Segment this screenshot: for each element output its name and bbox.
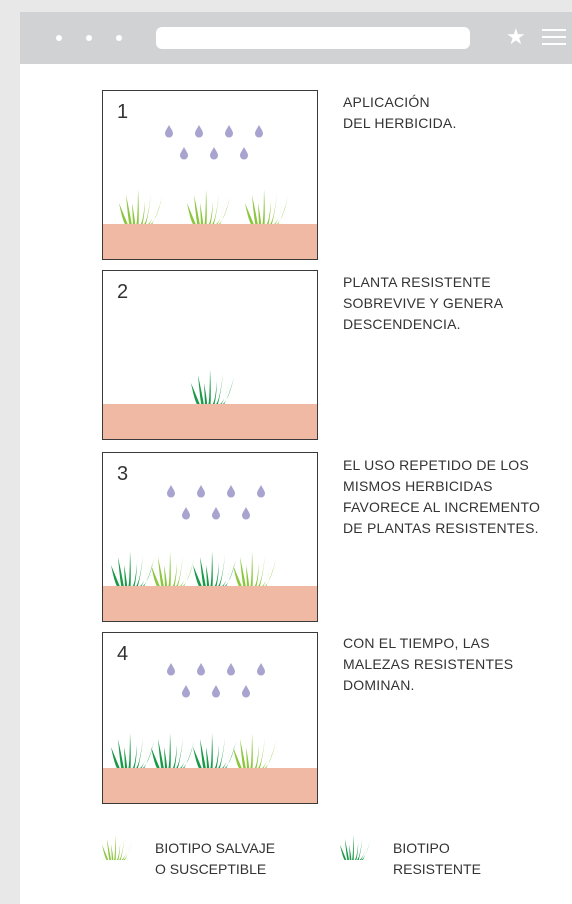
drop-icon: [195, 125, 203, 138]
caption-line: DE PLANTAS RESISTENTES.: [343, 520, 539, 536]
soil: [103, 224, 317, 259]
drop-icon: [197, 663, 205, 676]
drop-icon: [240, 147, 248, 160]
caption-line: PLANTA RESISTENTE: [343, 274, 491, 290]
legend-line: O SUSCEPTIBLE: [155, 861, 267, 877]
legend-susceptible-label: BIOTIPO SALVAJE O SUSCEPTIBLE: [155, 838, 275, 880]
susceptible-grass-icon: [102, 836, 133, 860]
step-caption-4: CON EL TIEMPO, LAS MALEZAS RESISTENTES D…: [343, 633, 513, 696]
step-number: 4: [117, 643, 129, 665]
caption-line: APLICACIÓN: [343, 94, 430, 110]
step-number: 1: [117, 101, 129, 123]
drop-icon: [167, 485, 175, 498]
legend-line: BIOTIPO SALVAJE: [155, 840, 276, 856]
step-number: 2: [117, 281, 129, 303]
window-dot[interactable]: [116, 35, 122, 41]
grass-row: [191, 369, 234, 405]
herbicide-drops: [165, 125, 263, 160]
grass-row: [111, 733, 236, 769]
drop-icon: [257, 663, 265, 676]
grass-row: [102, 836, 133, 860]
grass-row: [151, 551, 276, 587]
legend-resistant-icon: [340, 836, 371, 860]
panel-1-art: [119, 125, 288, 225]
caption-line: MALEZAS RESISTENTES: [343, 656, 514, 672]
drop-icon: [212, 507, 220, 520]
susceptible-grass-icon: [151, 551, 194, 587]
caption-line: DEL HERBICIDA.: [343, 115, 457, 131]
resistant-grass-icon: [340, 836, 371, 860]
drop-icon: [182, 685, 190, 698]
resistant-grass-icon: [111, 551, 154, 587]
step-panel-4: 4: [102, 632, 318, 804]
caption-line: EL USO REPETIDO DE LOS: [343, 457, 529, 473]
resistant-grass-icon: [111, 733, 154, 769]
drop-icon: [227, 663, 235, 676]
legend-susceptible-icon: [102, 836, 133, 860]
susceptible-grass-icon: [119, 189, 162, 225]
drop-icon: [225, 125, 233, 138]
step-number: 3: [117, 463, 129, 485]
drop-icon: [227, 485, 235, 498]
grass-row: [233, 733, 276, 769]
soil: [103, 404, 317, 439]
herbicide-drops: [167, 485, 265, 520]
caption-line: MISMOS HERBICIDAS: [343, 478, 493, 494]
legend-resistant-label: BIOTIPO RESISTENTE: [393, 838, 481, 880]
step-caption-3: EL USO REPETIDO DE LOS MISMOS HERBICIDAS…: [343, 455, 540, 539]
drop-icon: [212, 685, 220, 698]
address-bar[interactable]: [156, 27, 470, 49]
drop-icon: [242, 685, 250, 698]
drop-icon: [210, 147, 218, 160]
grass-row: [340, 836, 371, 860]
resistant-grass-icon: [193, 551, 236, 587]
soil: [103, 586, 317, 621]
drop-icon: [242, 507, 250, 520]
drop-icon: [197, 485, 205, 498]
panel-3-art: [111, 485, 276, 587]
resistant-grass-icon: [191, 369, 234, 405]
caption-line: SOBREVIVE Y GENERA: [343, 295, 504, 311]
drop-icon: [165, 125, 173, 138]
step-panel-3: 3: [102, 452, 318, 622]
caption-line: FAVORECE AL INCREMENTO: [343, 499, 541, 515]
caption-line: DOMINAN.: [343, 677, 415, 693]
susceptible-grass-icon: [245, 189, 288, 225]
resistant-grass-icon: [193, 733, 236, 769]
caption-line: DESCENDENCIA.: [343, 316, 461, 332]
susceptible-grass-icon: [233, 551, 276, 587]
caption-line: CON EL TIEMPO, LAS: [343, 635, 490, 651]
star-icon[interactable]: ★: [506, 24, 526, 49]
legend-line: RESISTENTE: [393, 861, 481, 877]
drop-icon: [180, 147, 188, 160]
window-dot[interactable]: [56, 35, 62, 41]
step-panel-2: 2: [102, 270, 318, 440]
drop-icon: [182, 507, 190, 520]
drop-icon: [167, 663, 175, 676]
susceptible-grass-icon: [187, 189, 230, 225]
drop-icon: [257, 485, 265, 498]
panel-4-art: [111, 663, 276, 769]
herbicide-drops: [167, 663, 265, 698]
resistant-grass-icon: [151, 733, 194, 769]
window-dot[interactable]: [86, 35, 92, 41]
drop-icon: [255, 125, 263, 138]
step-caption-2: PLANTA RESISTENTE SOBREVIVE Y GENERA DES…: [343, 272, 503, 335]
menu-icon[interactable]: [542, 29, 566, 47]
susceptible-grass-icon: [233, 733, 276, 769]
grass-row: [111, 551, 236, 587]
grass-row: [119, 189, 288, 225]
soil: [103, 768, 317, 803]
step-panel-1: 1: [102, 90, 318, 260]
browser-titlebar: ★: [20, 12, 572, 64]
step-caption-1: APLICACIÓN DEL HERBICIDA.: [343, 92, 457, 134]
legend-line: BIOTIPO: [393, 840, 450, 856]
